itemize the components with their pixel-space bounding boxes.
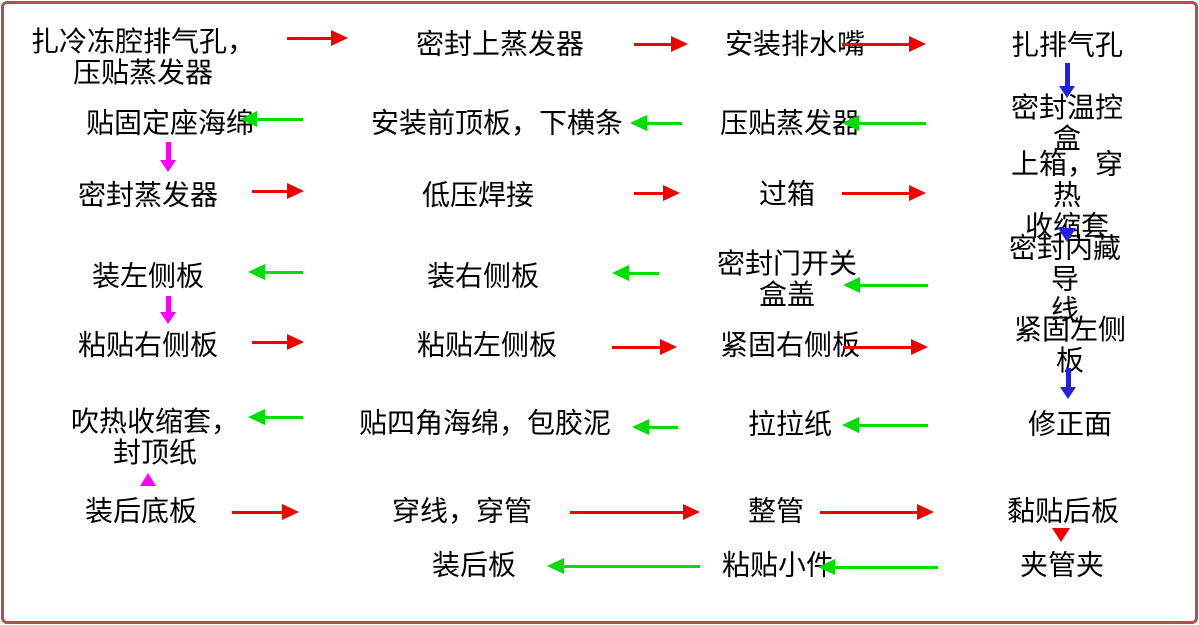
- arrow-n18-n19: [612, 338, 677, 356]
- flow-step-n13: 密封内藏导 线: [1008, 233, 1121, 327]
- arrow-n29-n30: [818, 558, 938, 576]
- arrow-n6-n7: [630, 114, 682, 132]
- flow-step-n21: 修正面: [1027, 409, 1113, 441]
- flow-step-n5: 密封温控盒: [1010, 93, 1123, 155]
- flow-step-n30: 粘贴小件: [721, 550, 835, 582]
- flow-step-n22: 拉拉纸: [747, 409, 833, 441]
- flow-step-n26: 穿线，穿管: [391, 496, 533, 528]
- flow-step-n14: 密封门开关 盒盖: [716, 249, 858, 311]
- flow-step-n25: 装后底板: [84, 496, 198, 528]
- flow-step-n23: 贴四角海绵，包胶泥: [358, 408, 612, 440]
- flow-step-n15: 装右侧板: [426, 261, 540, 293]
- flow-step-n6: 压贴蒸发器: [719, 108, 861, 140]
- arrow-n9-n10: [252, 182, 304, 200]
- flow-step-n28: 黏贴后板: [1006, 496, 1120, 528]
- arrow-n8-n9: [159, 142, 177, 172]
- arrow-n14-n15: [612, 264, 659, 282]
- flow-step-n27: 整管: [747, 496, 805, 528]
- flow-step-n19: 紧固右侧板: [719, 330, 861, 362]
- flow-step-n24: 吹热收缩套， 封顶纸: [70, 407, 240, 469]
- flow-step-n7: 安装前顶板，下横条: [370, 108, 624, 140]
- arrow-n16-n17: [159, 296, 177, 324]
- arrow-n3-n4: [842, 35, 926, 53]
- arrow-n15-n16: [248, 263, 303, 281]
- arrow-n21-n22: [842, 416, 928, 434]
- arrow-n24-n25: [140, 473, 156, 486]
- flow-step-n8: 贴固定座海绵: [85, 108, 255, 140]
- arrow-n23-n24: [248, 408, 303, 426]
- flow-step-n11: 过箱: [758, 179, 816, 211]
- flow-step-n17: 粘贴右侧板: [77, 330, 219, 362]
- arrow-n7-n8: [240, 110, 303, 128]
- flow-step-n1: 扎冷冻腔排气孔， 压贴蒸发器: [30, 27, 256, 89]
- arrow-n26-n27: [570, 503, 700, 521]
- flow-step-n29: 夹管夹: [1019, 550, 1105, 582]
- flow-step-n2: 密封上蒸发器: [415, 29, 585, 61]
- flow-step-n4: 扎排气孔: [1010, 30, 1124, 62]
- arrow-n17-n18: [252, 333, 304, 351]
- flow-step-n12: 上箱，穿热 收缩套: [1010, 149, 1123, 243]
- flow-step-n16: 装左侧板: [91, 261, 205, 293]
- arrow-n4-n5: [1058, 63, 1076, 98]
- arrow-n1-n2: [287, 29, 348, 47]
- arrow-n2-n3: [634, 35, 688, 53]
- arrow-n28-n29: [1052, 528, 1070, 542]
- arrow-n12-n13: [1058, 228, 1076, 242]
- arrow-n30-n31: [547, 557, 700, 575]
- arrow-n11-n12: [842, 184, 926, 202]
- arrow-n20-n21: [1059, 368, 1077, 399]
- arrow-n13-n14: [843, 276, 928, 294]
- flow-step-n18: 粘贴左侧板: [416, 330, 558, 362]
- flow-step-n3: 安装排水嘴: [724, 29, 866, 61]
- arrow-n22-n23: [632, 418, 678, 436]
- arrow-n5-n6: [842, 114, 926, 132]
- arrow-n10-n11: [634, 184, 680, 202]
- arrow-n27-n28: [820, 503, 934, 521]
- arrow-n25-n26: [232, 503, 299, 521]
- flow-step-n9: 密封蒸发器: [77, 180, 219, 212]
- arrow-n19-n20: [843, 338, 928, 356]
- flow-step-n10: 低压焊接: [421, 180, 535, 212]
- flow-step-n31: 装后板: [431, 550, 517, 582]
